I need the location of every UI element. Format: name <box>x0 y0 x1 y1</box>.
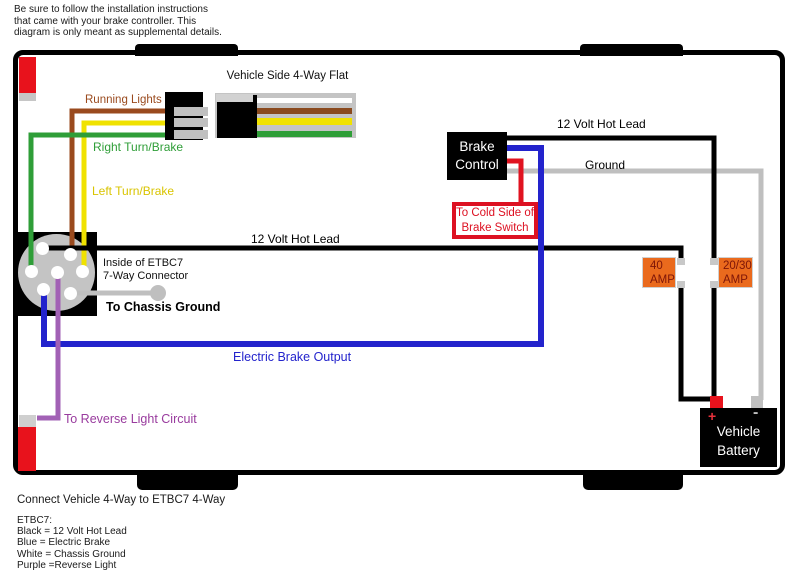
frame-tab-bottom-right <box>583 470 683 490</box>
seven-way-pin-ground <box>63 286 77 300</box>
reverse-light-label: To Reverse Light Circuit <box>64 412 197 426</box>
seven-way-pin-hot-lead <box>35 241 49 255</box>
vehicle-plug-latch <box>216 94 253 102</box>
chassis-ground-terminal-dot <box>150 285 166 301</box>
legend: ETBC7: Black = 12 Volt Hot Lead Blue = E… <box>17 515 127 570</box>
connect-note: Connect Vehicle 4-Way to ETBC7 4-Way <box>17 494 226 506</box>
cold-side-box: To Cold Side of Brake Switch <box>452 202 538 239</box>
fuse-20-30-nub-bottom <box>710 281 718 288</box>
seven-way-pin-running-lights <box>63 247 77 261</box>
fuse-20-30-amp: 20/30 AMP <box>718 257 753 288</box>
frame-tab-bottom-left <box>137 470 238 490</box>
seven-way-pin-left-turn <box>75 264 89 278</box>
hot-lead-top-label: 12 Volt Hot Lead <box>557 117 646 131</box>
wire-hot-lead-main-black <box>42 245 684 262</box>
vehicle-cable-white-stripe <box>255 98 352 103</box>
battery-terminal-negative <box>751 396 763 409</box>
wire-running-lights-brown <box>69 108 172 254</box>
vehicle-four-way-plug <box>217 95 257 138</box>
trailer-plug-pin-3 <box>174 130 208 139</box>
ground-label: Ground <box>585 158 626 172</box>
gray-cap-top-left <box>19 93 36 101</box>
seven-way-pin-right-turn <box>24 264 38 278</box>
battery-plus-sign: + <box>708 408 717 424</box>
battery-label: Vehicle Battery <box>716 424 761 458</box>
wire-electric-brake-blue <box>41 145 544 347</box>
gray-cap-bottom-left <box>19 415 36 427</box>
wire-hot-lead-main-black-lower <box>678 284 716 402</box>
red-marker-top-left <box>19 57 36 93</box>
vehicle-cable-green-stripe <box>255 131 352 137</box>
battery-terminal-positive <box>710 396 723 409</box>
vehicle-side-label: Vehicle Side 4-Way Flat <box>226 70 349 82</box>
battery-minus-sign: - <box>753 404 759 421</box>
wire-ground-gray <box>506 168 764 400</box>
hot-lead-main-label: 12 Volt Hot Lead <box>251 232 340 246</box>
seven-way-pin-reverse <box>50 265 64 279</box>
vehicle-cable-yellow-stripe <box>255 118 352 125</box>
trailer-plug-pin-2 <box>174 118 208 127</box>
chassis-ground-label: To Chassis Ground <box>106 300 221 314</box>
trailer-plug-pin-1 <box>174 107 208 116</box>
inside-connector-label: Inside of ETBC7 7-Way Connector <box>103 257 189 282</box>
battery-box: + - Vehicle Battery <box>700 404 777 467</box>
electric-brake-label: Electric Brake Output <box>233 350 352 364</box>
vehicle-cable-brown-stripe <box>255 108 352 114</box>
wire-left-turn-yellow <box>81 120 172 271</box>
frame-tab-top-left <box>135 44 238 56</box>
fuse-40-nub-top <box>677 258 685 265</box>
instruction-note: Be sure to follow the installation instr… <box>14 4 222 38</box>
running-lights-label: Running Lights <box>85 94 162 106</box>
wire-reverse-light-purple <box>37 272 61 421</box>
fuse-40-amp: 40 AMP <box>642 257 676 288</box>
frame-tab-top-right <box>580 44 683 56</box>
wire-right-turn-green <box>28 132 172 271</box>
wire-brake-switch-red <box>506 158 524 206</box>
left-turn-label: Left Turn/Brake <box>92 184 175 198</box>
fuse-20-30-nub-top <box>710 258 718 265</box>
wire-hot-lead-brake-black <box>506 135 717 262</box>
red-marker-bottom-left <box>18 427 36 471</box>
fuse-40-nub-bottom <box>677 281 685 288</box>
brake-control-box: Brake Control <box>447 132 507 180</box>
right-turn-label: Right Turn/Brake <box>93 140 184 154</box>
seven-way-pin-electric-brake <box>36 282 50 296</box>
